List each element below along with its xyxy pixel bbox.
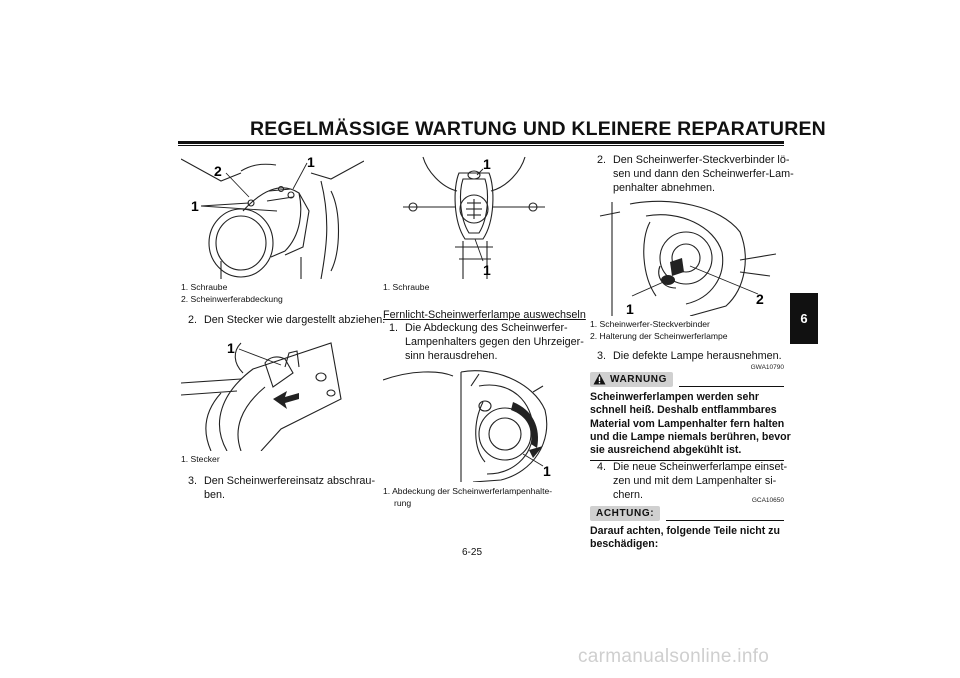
step-text: Den Stecker wie dargestellt abziehen. xyxy=(204,314,386,326)
step-text: penhalter abnehmen. xyxy=(613,182,716,194)
section-heading: Fernlicht-Scheinwerferlampe auswechseln xyxy=(383,309,586,321)
step-item: 3. Die defekte Lampe herausnehmen. xyxy=(597,349,782,363)
page-number: 6-25 xyxy=(462,547,483,558)
step-item: 1. Die Abdeckung des Scheinwerfer- Lampen… xyxy=(389,321,584,363)
header-rule xyxy=(178,141,784,144)
step-text: chern. xyxy=(613,489,644,501)
figure-caption: 2. Scheinwerferabdeckung xyxy=(181,293,283,304)
caution-label: ACHTUNG: xyxy=(590,505,661,521)
illustration-headlight-connector: 2 1 xyxy=(599,200,776,316)
figure-caption: 1. Schraube xyxy=(383,282,430,292)
warning-text: sie ausreichend abgekühlt ist. xyxy=(590,444,742,457)
callout-label: 2 xyxy=(756,291,764,307)
step-number: 4. xyxy=(597,461,607,473)
step-text: Die defekte Lampe herausnehmen. xyxy=(613,350,782,362)
step-item: 2. Den Scheinwerfer-Steckverbinder lö- se… xyxy=(597,153,794,195)
caution-text: Darauf achten, folgende Teile nicht zu xyxy=(590,525,780,537)
warning-notice: WARNUNG Scheinwerferlampen werden sehr s… xyxy=(590,371,791,462)
step-text: Die neue Scheinwerferlampe einset- xyxy=(613,461,788,473)
figure-caption: 1. Schraube xyxy=(181,282,228,292)
step-text: Den Scheinwerfereinsatz abschrau- xyxy=(204,475,376,487)
step-text: sinn herausdrehen. xyxy=(405,350,498,362)
step-text: Den Scheinwerfer-Steckverbinder lö- xyxy=(613,154,790,166)
caution-text: beschädigen: xyxy=(590,538,659,551)
illustration-headlight-cover: 2 1 1 xyxy=(181,154,364,279)
figure-caption: 1. Scheinwerfer-Steckverbinder xyxy=(590,319,710,329)
illustration-connector: 1 xyxy=(181,340,342,451)
callout-label: 1 xyxy=(483,262,491,278)
step-item: 2. Den Stecker wie dargestellt abziehen. xyxy=(188,313,385,327)
page-title: REGELMÄSSIGE WARTUNG UND KLEINERE REPARA… xyxy=(250,118,826,140)
caution-code: GCA10650 xyxy=(751,497,784,504)
warning-code: GWA10790 xyxy=(750,364,784,371)
step-text: Lampenhalters gegen den Uhrzeiger- xyxy=(405,336,584,348)
caution-notice: ACHTUNG: Darauf achten, folgende Teile n… xyxy=(590,505,784,552)
figure-caption: 1. Abdeckung der Scheinwerferlampenhalte… xyxy=(383,486,553,496)
callout-label: 1 xyxy=(227,340,235,356)
warning-text: und die Lampe niemals berühren, bevor xyxy=(590,430,791,443)
step-number: 2. xyxy=(597,154,607,166)
figure-caption: 1. Stecker xyxy=(181,454,220,464)
watermark: carmanualsonline.info xyxy=(578,646,770,667)
chapter-tab: 6 xyxy=(790,293,818,344)
figure-caption: 2. Halterung der Scheinwerferlampe xyxy=(590,330,728,341)
warning-triangle-icon xyxy=(593,373,606,385)
step-number: 3. xyxy=(188,475,198,487)
warning-label-text: WARNUNG xyxy=(610,373,667,385)
warning-text: Material vom Lampenhalter fern halten xyxy=(590,417,785,430)
step-text: Die Abdeckung des Scheinwerfer- xyxy=(405,322,568,334)
step-text: ben. xyxy=(204,489,226,501)
figure-caption: rung xyxy=(394,497,412,508)
callout-label: 1 xyxy=(626,301,634,316)
step-number: 1. xyxy=(389,322,399,334)
warning-label: WARNUNG xyxy=(590,371,673,387)
step-number: 2. xyxy=(188,314,198,326)
callout-label: 1 xyxy=(543,463,551,479)
callout-label: 1 xyxy=(483,156,491,172)
callout-label: 2 xyxy=(214,163,222,179)
callout-label: 1 xyxy=(307,154,315,170)
step-item: 4. Die neue Scheinwerferlampe einset- zen… xyxy=(597,460,787,502)
step-text: zen und mit dem Lampenhalter si- xyxy=(613,475,777,487)
callout-label: 1 xyxy=(191,198,199,214)
illustration-headlight-front: 1 1 xyxy=(403,156,545,279)
warning-text: schnell heiß. Deshalb entflammbares xyxy=(590,404,777,417)
step-text: sen und dann den Scheinwerfer-Lam- xyxy=(613,168,794,180)
step-number: 3. xyxy=(597,350,607,362)
header-rule-thin xyxy=(178,145,784,146)
step-item: 3. Den Scheinwerfereinsatz abschrau- ben. xyxy=(188,474,375,502)
illustration-bulb-holder-cover: 1 xyxy=(383,370,551,482)
warning-text: Scheinwerferlampen werden sehr xyxy=(590,391,759,403)
